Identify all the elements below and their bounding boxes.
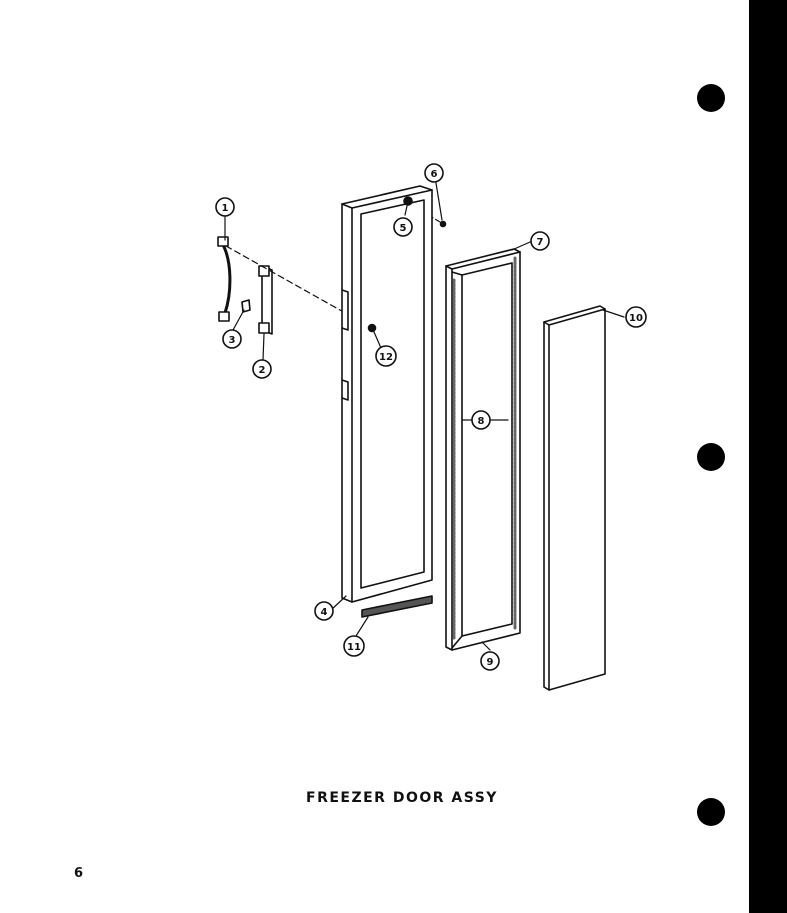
page-number: 6 — [74, 866, 84, 881]
callout-label: 8 — [478, 416, 485, 427]
callout-6: 6 — [424, 163, 444, 183]
bottom-trim-strip — [361, 595, 433, 618]
callout-label: 6 — [431, 169, 438, 180]
leader-lines — [224, 182, 625, 651]
diagram-title: FREEZER DOOR ASSY — [306, 790, 498, 806]
callout-label: 2 — [259, 365, 266, 376]
callout-1: 1 — [215, 197, 235, 217]
callout-label: 9 — [487, 657, 494, 668]
callout-11: 11 — [343, 635, 365, 657]
callout-3: 3 — [222, 329, 242, 349]
screw — [439, 220, 447, 228]
plug — [241, 299, 251, 313]
callout-10: 10 — [625, 306, 647, 328]
screw-handle — [367, 323, 377, 333]
callout-label: 1 — [222, 203, 229, 214]
door-inner-panel — [543, 305, 606, 691]
door-handle — [217, 236, 232, 322]
callout-12: 12 — [375, 345, 397, 367]
callout-label: 12 — [379, 352, 393, 363]
callout-label: 5 — [400, 223, 407, 234]
callout-label: 7 — [537, 237, 544, 248]
handle-bracket — [258, 265, 273, 335]
callout-label: 4 — [321, 607, 328, 618]
binder-hole-bottom — [697, 798, 725, 826]
callout-label: 10 — [629, 313, 643, 324]
binder-hole-top — [697, 84, 725, 112]
callout-label: 11 — [347, 642, 361, 653]
door-bumper — [403, 196, 413, 206]
callout-7: 7 — [530, 231, 550, 251]
callout-4: 4 — [314, 601, 334, 621]
callout-label: 3 — [229, 335, 236, 346]
door-gasket-frame — [445, 248, 521, 651]
callout-5: 5 — [393, 217, 413, 237]
binding-strip — [749, 0, 787, 913]
callout-2: 2 — [252, 359, 272, 379]
door-outer-panel — [341, 185, 433, 603]
callout-8: 8 — [471, 410, 491, 430]
callout-9: 9 — [480, 651, 500, 671]
binder-hole-middle — [697, 443, 725, 471]
